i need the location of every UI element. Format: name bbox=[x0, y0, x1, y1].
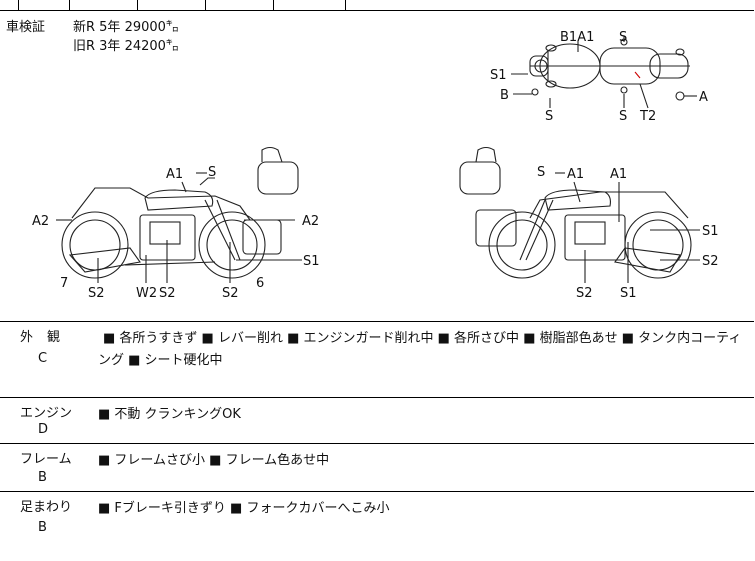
section-notes: ■ 各所うすきず ■ レバー削れ ■ エンジンガード削れ中 ■ 各所さび中 ■ … bbox=[98, 331, 742, 368]
section-engine: エンジン D ■ 不動 クランキングOK bbox=[0, 398, 754, 444]
label-top-t2: T2 bbox=[639, 109, 656, 124]
label-top-b: B bbox=[500, 88, 509, 103]
label-left-a2-right: A2 bbox=[302, 214, 319, 229]
label-top-s1: S1 bbox=[490, 68, 507, 83]
section-title: 外観 bbox=[20, 330, 75, 345]
top-view-bike bbox=[529, 38, 690, 101]
label-left-6: 6 bbox=[256, 276, 264, 291]
section-grade: B bbox=[38, 470, 47, 485]
section-notes: ■ 不動 クランキングOK bbox=[98, 407, 241, 422]
label-right-s2-lower: S2 bbox=[576, 286, 593, 301]
top-cell bbox=[274, 0, 346, 10]
label-left-s2-c: S2 bbox=[222, 286, 239, 301]
label-left-w2: W2 bbox=[136, 286, 157, 301]
label-right-s1: S1 bbox=[702, 224, 719, 239]
section-grade: D bbox=[38, 422, 49, 437]
left-view-bike bbox=[61, 146, 299, 279]
section-grade: C bbox=[38, 351, 48, 366]
top-cell bbox=[70, 0, 138, 10]
label-right-s2: S2 bbox=[702, 254, 719, 269]
label-top-s: S bbox=[619, 30, 627, 45]
label-left-7: 7 bbox=[60, 276, 68, 291]
section-title: エンジン bbox=[20, 406, 73, 421]
label-left-s1: S1 bbox=[303, 254, 320, 269]
label-right-s1-lower: S1 bbox=[620, 286, 637, 301]
top-cell bbox=[138, 0, 206, 10]
motorcycle-diagrams: B1A1 S S1 B A S S T2 A1 S A2 A2 S1 7 S2 … bbox=[32, 30, 719, 301]
left-view-labels: A1 S A2 A2 S1 7 S2 W2 S2 S2 6 bbox=[32, 165, 320, 301]
right-view-bike bbox=[459, 146, 692, 279]
label-top-s-mid: S bbox=[619, 109, 627, 124]
top-cell bbox=[19, 0, 70, 10]
label-right-s: S bbox=[537, 165, 545, 180]
top-cell bbox=[206, 0, 274, 10]
damage-diagram-panel: 車検証 新R 5年 29000㌔ 旧R 3年 24200㌔ bbox=[0, 10, 754, 322]
section-exterior: 外観 C ■ 各所うすきず ■ レバー削れ ■ エンジンガード削れ中 ■ 各所さ… bbox=[0, 322, 754, 398]
section-suspension: 足まわり B ■ Fブレーキ引きずり ■ フォークカバーへこみ小 bbox=[0, 492, 754, 561]
top-table-strip bbox=[0, 0, 754, 11]
section-notes: ■ フレームさび小 ■ フレーム色あせ中 bbox=[98, 453, 330, 468]
section-notes: ■ Fブレーキ引きずり ■ フォークカバーへこみ小 bbox=[98, 501, 390, 516]
label-left-s2-a: S2 bbox=[88, 286, 105, 301]
label-top-a: A bbox=[699, 90, 708, 105]
section-grade: B bbox=[38, 520, 47, 535]
label-left-s: S bbox=[208, 165, 216, 180]
section-frame: フレーム B ■ フレームさび小 ■ フレーム色あせ中 bbox=[0, 444, 754, 492]
inspection-old: 旧R 3年 24200㌔ bbox=[73, 39, 179, 54]
label-left-a1: A1 bbox=[166, 167, 183, 182]
section-title: 足まわり bbox=[20, 500, 73, 515]
label-right-a1-a: A1 bbox=[567, 167, 584, 182]
label-top-b1a1: B1A1 bbox=[560, 30, 594, 45]
top-cell bbox=[0, 0, 19, 10]
section-title: フレーム bbox=[20, 452, 72, 467]
right-view-labels: S A1 A1 S1 S2 S2 S1 bbox=[537, 165, 719, 301]
top-view-labels: B1A1 S S1 B A S S T2 bbox=[490, 30, 708, 124]
callout-lines bbox=[56, 36, 700, 283]
inspection-label: 車検証 bbox=[6, 20, 46, 35]
label-left-s2-b: S2 bbox=[159, 286, 176, 301]
label-left-a2: A2 bbox=[32, 214, 49, 229]
inspection-new: 新R 5年 29000㌔ bbox=[73, 20, 179, 35]
label-right-a1-b: A1 bbox=[610, 167, 627, 182]
label-top-s-lower: S bbox=[545, 109, 553, 124]
